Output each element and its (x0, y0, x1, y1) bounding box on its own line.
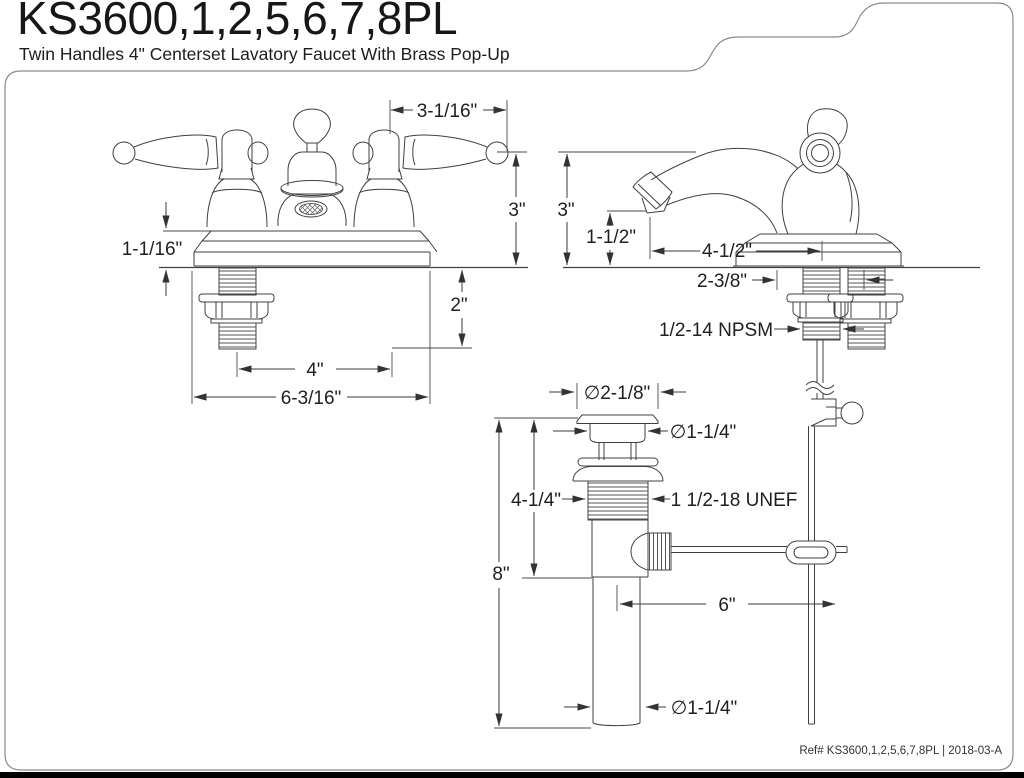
dim-label-tail-dia: ∅1-1/4" (671, 698, 738, 719)
dim-rod-reach: 6" (616, 585, 836, 616)
dim-label-thread-length: 4-1/4" (511, 490, 561, 511)
tailpiece (592, 577, 641, 727)
handle-escutcheon (799, 132, 841, 174)
dim-label-side-height: 3" (557, 200, 574, 221)
side-spout (632, 147, 799, 234)
right-shank (827, 267, 904, 350)
drain-thread-body (587, 480, 649, 521)
dim-front-height: 3" (497, 151, 527, 266)
dim-overall-width: 6-3/16" (191, 271, 431, 409)
dim-flange-dia: ∅2-1/8" (549, 383, 686, 409)
dim-spout-reach: 4-1/2" (649, 217, 823, 262)
left-shank (198, 267, 275, 350)
bottom-bar (0, 772, 1024, 778)
spout-front (277, 108, 347, 227)
dim-overall-length: 8" (492, 419, 591, 729)
lift-rod-knob (840, 401, 864, 425)
dim-shank-length: 2" (392, 269, 472, 349)
dim-label-rod-reach: 6" (718, 595, 735, 616)
page-title: KS3600,1,2,5,6,7,8PL (17, 0, 458, 44)
drain-view: ∅2-1/8" ∅1-1/4" 4-1/4" 1 1/2-18 UNEF (492, 383, 848, 729)
dim-handle-span: 3-1/16" (389, 100, 508, 151)
front-view: 3-1/16" 3" 1-1/16" 2" (112, 100, 904, 409)
dim-label-overall-length: 8" (492, 564, 509, 585)
sheet-border (4, 2, 1014, 771)
drain-stopper (589, 423, 646, 443)
dim-label-handle-span: 3-1/16" (417, 101, 478, 122)
side-base (733, 233, 904, 267)
deck-base (193, 230, 438, 267)
dim-label-shank-length: 2" (450, 295, 467, 316)
dim-label-body-thread: 1 1/2-18 UNEF (671, 490, 798, 511)
right-handle (352, 129, 509, 228)
pivot-housing (630, 532, 649, 571)
dim-centers: 4" (236, 352, 393, 381)
side-view: 3" 1-1/2" 4-1/2" (557, 108, 980, 725)
ref-number: Ref# KS3600,1,2,5,6,7,8PL | 2018-03-A (799, 745, 1002, 757)
lift-rod (805, 381, 864, 725)
dim-label-spout-reach: 4-1/2" (702, 241, 752, 262)
pivot-rod (671, 546, 787, 553)
page-subtitle: Twin Handles 4" Centerset Lavatory Fauce… (19, 44, 510, 64)
dim-body-thread: 1 1/2-18 UNEF (651, 490, 798, 511)
dim-label-spout-clearance: 1-1/2" (586, 227, 636, 248)
left-handle (112, 129, 269, 228)
dim-deck-thickness: 1-1/16" (122, 202, 211, 296)
dim-label-deck-thickness: 1-1/16" (122, 239, 183, 260)
dim-stopper-dia: ∅1-1/4" (553, 422, 736, 443)
dim-label-centers: 4" (306, 360, 323, 381)
dim-base-depth: 2-3/8" (697, 270, 893, 292)
dim-label-flange-dia: ∅2-1/8" (584, 383, 651, 404)
dim-label-overall-width: 6-3/16" (281, 388, 342, 409)
dim-label-base-depth: 2-3/8" (697, 271, 747, 292)
dim-shank-thread: 1/2-14 NPSM (659, 320, 864, 341)
dim-label-stopper-dia: ∅1-1/4" (670, 422, 737, 443)
dim-tail-dia: ∅1-1/4" (564, 698, 737, 719)
dim-side-height: 3" (557, 151, 696, 266)
dim-label-shank-thread: 1/2-14 NPSM (659, 320, 773, 341)
pivot-cap-nut (647, 532, 672, 571)
side-shank (786, 267, 854, 383)
dim-thread-length: 4-1/4" (494, 417, 592, 579)
dim-spout-clearance: 1-1/2" (586, 210, 646, 266)
drain-flange (576, 414, 659, 424)
dim-label-front-height: 3" (508, 200, 525, 221)
